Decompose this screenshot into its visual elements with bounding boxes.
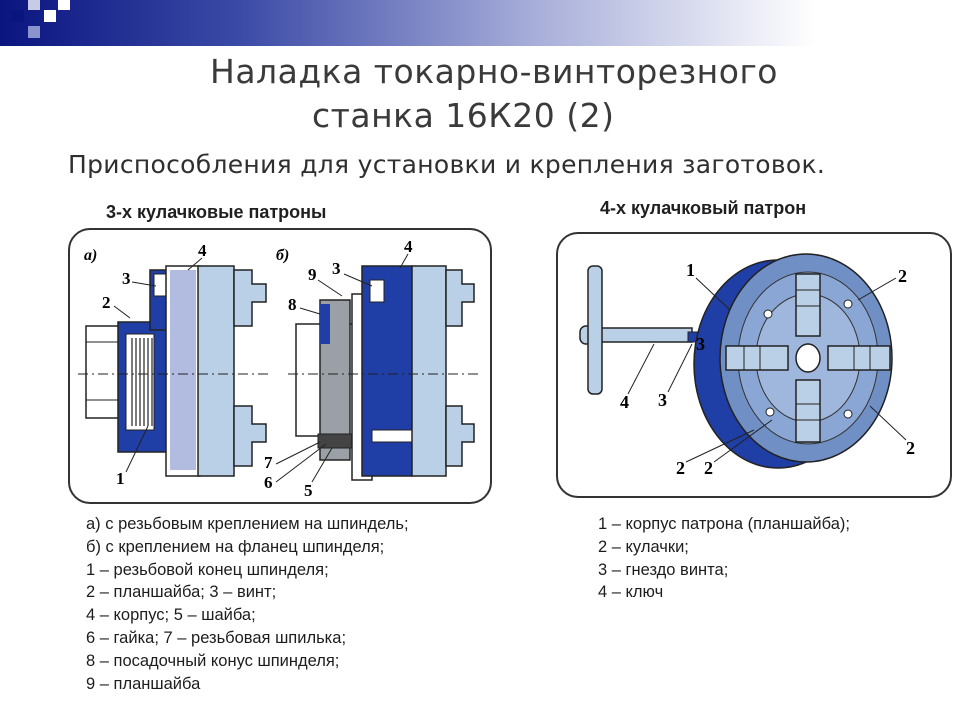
page-title-line2: станка 16К20 (2)	[312, 96, 615, 135]
callout-b3: 3	[332, 259, 341, 278]
four-jaw-chuck-panel: 1 2 2 2 2 3 3 4	[556, 232, 952, 498]
callout-a3: 3	[122, 269, 131, 288]
legend-item: 2 – кулачки;	[598, 537, 689, 556]
page-subtitle: Приспособления для установки и крепления…	[68, 150, 826, 179]
callout-b8: 8	[288, 295, 297, 314]
header-square	[58, 0, 70, 10]
header-square	[12, 10, 24, 22]
legend-item: б) с креплением на фланец шпинделя;	[86, 537, 385, 556]
callout-1: 1	[686, 260, 695, 280]
three-jaw-chuck-panel: а) 3 2 4 1 б) 9 3 4	[68, 228, 492, 504]
header-square	[28, 26, 40, 38]
fig-a-label: а)	[84, 247, 97, 264]
legend-item: 3 – гнездо винта;	[598, 560, 729, 579]
callout-a2: 2	[102, 293, 111, 312]
legend-item: 9 – планшайба	[86, 674, 201, 693]
callout-b7: 7	[264, 453, 273, 472]
figure-b: б) 9 3 4 8 7 6 5	[264, 237, 482, 500]
legend-item: 4 – корпус; 5 – шайба;	[86, 606, 256, 625]
callout-b9: 9	[308, 265, 317, 284]
header-square	[44, 10, 56, 22]
callout-b6: 6	[264, 473, 273, 492]
legend-item: 1 – резьбовой конец шпинделя;	[86, 560, 329, 579]
callout-2-top: 2	[898, 266, 907, 286]
callout-2-right: 2	[906, 438, 915, 458]
callout-b4: 4	[404, 237, 413, 256]
left-legend: а) с резьбовым креплением на шпиндель; б…	[86, 513, 409, 695]
legend-item: 6 – гайка; 7 – резьбовая шпилька;	[86, 628, 347, 647]
header-square	[28, 0, 40, 10]
callout-3-mid: 3	[658, 390, 667, 410]
legend-item: 1 – корпус патрона (планшайба);	[598, 515, 850, 533]
three-jaw-chuck-drawing: а) 3 2 4 1 б) 9 3 4	[78, 237, 482, 500]
chuck-key	[579, 265, 699, 395]
callout-2-bottom-mid: 2	[704, 458, 713, 478]
right-section-heading: 4-х кулачковый патрон	[600, 198, 807, 218]
left-section-heading: 3-х кулачковые патроны	[106, 202, 327, 222]
legend-item: 4 – ключ	[598, 583, 664, 602]
legend-item: 8 – посадочный конус шпинделя;	[86, 651, 340, 670]
legend-item: 2 – планшайба; 3 – винт;	[86, 583, 277, 602]
chuck-body	[693, 253, 893, 469]
callout-a4: 4	[198, 241, 207, 260]
callout-3-left: 3	[696, 334, 705, 354]
callout-2-bottom-left: 2	[676, 458, 685, 478]
fig-b-label: б)	[276, 247, 289, 264]
page-title-line1: Наладка токарно-винторезного	[210, 52, 778, 91]
callout-b5: 5	[304, 481, 313, 500]
right-legend: 1 – корпус патрона (планшайба); 2 – кула…	[598, 513, 850, 604]
callout-4: 4	[620, 392, 629, 412]
figure-a: а) 3 2 4 1	[78, 241, 270, 488]
four-jaw-chuck-drawing: 1 2 2 2 2 3 3 4	[579, 253, 915, 478]
legend-item: а) с резьбовым креплением на шпиндель;	[86, 515, 409, 533]
callout-a1: 1	[116, 469, 125, 488]
header-bar	[0, 0, 960, 46]
